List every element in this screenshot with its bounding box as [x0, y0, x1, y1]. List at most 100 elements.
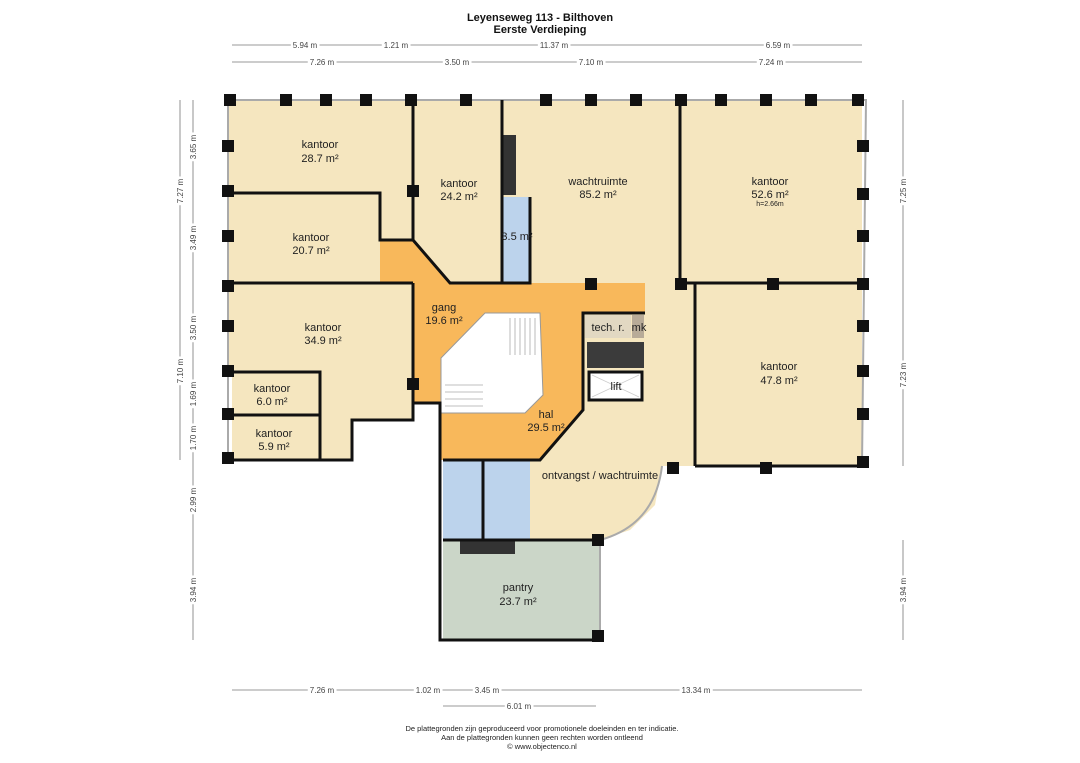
dim-label-bg	[504, 702, 534, 711]
label-mk: mk	[632, 322, 647, 334]
kitchenette	[502, 135, 516, 195]
dim-label-bg	[307, 686, 337, 695]
column	[407, 185, 419, 197]
columns	[222, 94, 869, 642]
area-kantoor-c: 52.6 m²	[751, 189, 789, 201]
dim-label-bg	[290, 41, 320, 50]
dim-left-2: 3.49 m	[189, 225, 198, 250]
label-tech: tech. r.	[591, 322, 624, 334]
shaft	[587, 342, 644, 368]
label-kantoor-b: kantoor	[441, 178, 478, 190]
room-kantoor-h	[232, 415, 320, 460]
dim-bottom-2: 1.02 m	[416, 686, 441, 695]
label-pantry: pantry	[503, 582, 534, 594]
area-kantoor-h: 5.9 m²	[258, 441, 290, 453]
dim-bottom-3: 3.45 m	[475, 686, 500, 695]
disclaimer-line-2: Aan de plattegronden kunnen geen rechten…	[441, 733, 643, 742]
dim-top-3: 11.37 m	[540, 41, 569, 50]
plan-subtitle: Eerste Verdieping	[494, 24, 587, 36]
dim-bottom2-1: 6.01 m	[507, 702, 532, 711]
dim-label-bg	[189, 379, 198, 409]
label-kantoor-d: kantoor	[293, 232, 330, 244]
area-kantoor-g: 6.0 m²	[256, 396, 288, 408]
column	[460, 94, 472, 106]
label-kantoor-g: kantoor	[254, 383, 291, 395]
column	[857, 188, 869, 200]
dim-label-bg	[189, 132, 198, 162]
label-kantoor-a: kantoor	[302, 139, 339, 151]
column	[407, 378, 419, 390]
column	[592, 630, 604, 642]
label-hal: hal	[539, 409, 554, 421]
stairwell	[440, 312, 544, 414]
room-tech	[585, 315, 631, 338]
stair-treads	[445, 318, 536, 407]
column	[857, 278, 869, 290]
column	[222, 280, 234, 292]
dim-label-bg	[381, 41, 411, 50]
height-kantoor-c: h=2.66m	[756, 201, 784, 208]
dim-label-bg	[763, 41, 793, 50]
dim-label-bg	[189, 575, 198, 605]
dim-left-7: 3.94 m	[189, 577, 198, 602]
dim-top-1: 5.94 m	[293, 41, 318, 50]
dim-label-bg	[679, 686, 713, 695]
column	[760, 462, 772, 474]
column	[222, 140, 234, 152]
column	[585, 94, 597, 106]
column	[222, 408, 234, 420]
area-kantoor-d: 20.7 m²	[292, 245, 330, 257]
label-ontvangst: ontvangst / wachtruimte	[542, 470, 658, 482]
room-kantoor-d	[228, 193, 380, 283]
dim-label-bg	[756, 58, 786, 67]
column	[222, 365, 234, 377]
dim-right-3: 3.94 m	[899, 577, 908, 602]
area-kantoor-f: 47.8 m²	[760, 375, 798, 387]
column	[715, 94, 727, 106]
column	[405, 94, 417, 106]
room-toilets	[443, 460, 530, 540]
dim-left-4: 1.69 m	[189, 381, 198, 406]
room-kantoor-a	[228, 100, 413, 240]
copyright: © www.objectenco.nl	[507, 742, 577, 751]
column	[585, 278, 597, 290]
column	[592, 534, 604, 546]
dim-bottom-1: 7.26 m	[310, 686, 335, 695]
label-gang: gang	[432, 302, 456, 314]
label-kantoor-h: kantoor	[256, 428, 293, 440]
dim-label-bg	[307, 58, 337, 67]
column	[852, 94, 864, 106]
room-small	[502, 197, 530, 283]
room-fills	[228, 100, 862, 640]
column	[857, 365, 869, 377]
room-labels: kantoor 28.7 m² kantoor 24.2 m² wachtrui…	[254, 139, 798, 608]
dim-top2-4: 7.24 m	[759, 58, 784, 67]
column	[222, 230, 234, 242]
area-pantry: 23.7 m²	[499, 596, 537, 608]
column	[675, 94, 687, 106]
pantry-counter	[460, 541, 515, 554]
column	[667, 462, 679, 474]
column	[222, 185, 234, 197]
column	[767, 278, 779, 290]
column	[857, 230, 869, 242]
column	[857, 408, 869, 420]
column	[857, 140, 869, 152]
room-mk	[632, 315, 644, 338]
lift-cross	[591, 374, 640, 398]
room-kantoor-c	[680, 100, 862, 283]
column	[805, 94, 817, 106]
dim-bottom-4: 13.34 m	[682, 686, 711, 695]
label-lift: lift	[611, 381, 622, 393]
dim-label-bg	[189, 223, 198, 253]
dim-left-1: 3.65 m	[189, 134, 198, 159]
area-gang: 19.6 m²	[425, 315, 463, 327]
area-kantoor-b: 24.2 m²	[440, 191, 478, 203]
dim-left-6: 2.99 m	[189, 487, 198, 512]
column	[280, 94, 292, 106]
dim-label-bg	[413, 686, 443, 695]
room-kantoor-g	[232, 372, 320, 415]
dim-top-2: 1.21 m	[384, 41, 409, 50]
column	[857, 320, 869, 332]
